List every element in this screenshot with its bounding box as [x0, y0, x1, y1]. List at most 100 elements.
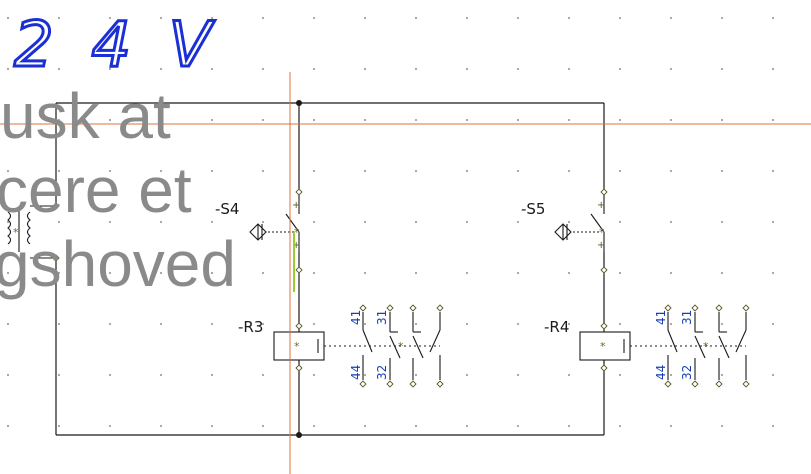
grid-dot	[364, 17, 366, 19]
grid-dot	[109, 119, 111, 121]
grid-dot	[58, 374, 60, 376]
grid-dot	[415, 425, 417, 427]
grid-dot	[109, 170, 111, 172]
grid-dot	[568, 323, 570, 325]
grid-dot	[619, 170, 621, 172]
grid-dot	[568, 272, 570, 274]
grid-dot	[7, 272, 9, 274]
overlay-text-line-3: gshoved	[0, 228, 236, 300]
terminal-marker	[600, 188, 608, 196]
grid-dot	[517, 68, 519, 70]
grid-dot	[619, 17, 621, 19]
grid-dot	[160, 221, 162, 223]
grid-dot	[160, 272, 162, 274]
grid-dot	[364, 221, 366, 223]
grid-dot	[517, 374, 519, 376]
relay-r3-pin-41: 41	[349, 310, 363, 325]
grid-dot	[517, 170, 519, 172]
grid-dot	[721, 17, 723, 19]
grid-dot	[568, 170, 570, 172]
grid-dot	[670, 170, 672, 172]
grid-dot	[262, 68, 264, 70]
grid-dot	[7, 170, 9, 172]
grid-dot	[415, 170, 417, 172]
grid-dot	[568, 221, 570, 223]
grid-dot	[262, 425, 264, 427]
grid-dot	[160, 68, 162, 70]
terminal-marker	[409, 380, 417, 388]
grid-dot	[109, 272, 111, 274]
grid-dot	[670, 374, 672, 376]
grid-dot	[772, 68, 774, 70]
grid-dot	[517, 272, 519, 274]
switch-s5[interactable]: + + *	[554, 196, 605, 252]
grid-dot	[7, 425, 9, 427]
grid-dot	[160, 170, 162, 172]
crosshair-cursor	[0, 72, 811, 474]
relay-r4-coil[interactable]: *	[579, 331, 746, 361]
grid-dot	[415, 221, 417, 223]
grid-dot	[109, 221, 111, 223]
grid-dot	[772, 374, 774, 376]
svg-text:*: *	[600, 340, 606, 353]
grid-dot	[262, 323, 264, 325]
grid-dot	[313, 170, 315, 172]
grid-dot	[109, 425, 111, 427]
grid-dot	[772, 323, 774, 325]
grid-dot	[109, 374, 111, 376]
grid-dot	[109, 17, 111, 19]
grid-dot	[670, 323, 672, 325]
grid-dot	[58, 323, 60, 325]
grid-dot	[619, 425, 621, 427]
relay-r4-pin-32: 32	[680, 365, 694, 380]
terminal-marker	[600, 322, 608, 330]
terminal-marker	[386, 304, 394, 312]
terminal-marker	[691, 380, 699, 388]
terminal-marker	[742, 380, 750, 388]
relay-r4-pin-44: 44	[654, 365, 668, 380]
grid-dot	[7, 221, 9, 223]
overlay-text-line-2: cere et	[0, 154, 192, 226]
relay-r4-pin-31: 31	[680, 310, 694, 325]
terminal-marker	[295, 364, 303, 372]
grid-dot	[211, 221, 213, 223]
grid-dot	[313, 119, 315, 121]
relay-r3-pin-44: 44	[349, 365, 363, 380]
relay-r4-contacts[interactable]: *	[667, 312, 747, 380]
transformer-symbol[interactable]: *	[7, 205, 56, 259]
svg-text:+: +	[597, 200, 605, 211]
switch-s4[interactable]: + + *	[249, 196, 300, 252]
grid-dot	[109, 323, 111, 325]
grid-dot	[619, 68, 621, 70]
grid-dot	[517, 425, 519, 427]
grid-dot	[721, 323, 723, 325]
grid-dot	[262, 17, 264, 19]
grid-dot	[721, 68, 723, 70]
wiring[interactable]	[55, 102, 605, 436]
svg-text:+: +	[292, 240, 300, 251]
terminal-marker	[436, 380, 444, 388]
relay-r3-coil[interactable]: *	[273, 331, 440, 361]
grid-dot	[211, 425, 213, 427]
grid-dot	[466, 170, 468, 172]
relay-r3-contacts[interactable]: *	[362, 312, 441, 380]
terminal-marker	[664, 304, 672, 312]
svg-text:*: *	[398, 340, 404, 353]
terminal-marker	[715, 380, 723, 388]
overlay-text-line-1: usk at	[0, 80, 171, 152]
grid-dot	[7, 374, 9, 376]
grid-dot	[313, 323, 315, 325]
grid-dot	[466, 272, 468, 274]
grid-dot	[211, 119, 213, 121]
grid-dot	[160, 374, 162, 376]
grid-dot	[568, 17, 570, 19]
grid-dot	[58, 272, 60, 274]
grid-dot	[670, 221, 672, 223]
terminal-marker	[359, 304, 367, 312]
grid-dot	[313, 374, 315, 376]
grid-dot	[568, 374, 570, 376]
grid-dot	[619, 119, 621, 121]
terminal-marker	[409, 304, 417, 312]
